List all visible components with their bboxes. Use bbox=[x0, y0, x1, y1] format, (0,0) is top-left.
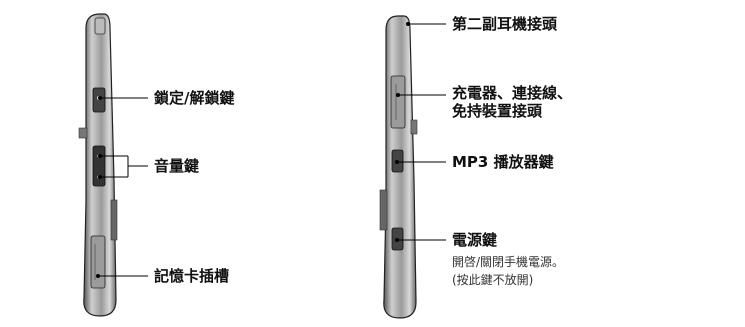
earphone-jack-label: 第二副耳機接頭 bbox=[452, 15, 558, 33]
power-key-description-2: (按此鍵不放開) bbox=[452, 273, 534, 287]
right-phone-side-view bbox=[379, 15, 446, 319]
memory-card-slot bbox=[90, 235, 106, 289]
lock-key-label: 鎖定/解鎖鍵 bbox=[154, 89, 235, 107]
left-phone-side-view bbox=[78, 13, 148, 317]
volume-keys bbox=[92, 145, 106, 187]
charger-connector-label-line1: 充電器、連接線、 bbox=[452, 84, 573, 102]
memory-slot-label: 記憶卡插槽 bbox=[154, 267, 230, 285]
power-key-description-1: 開啓/關閉手機電源。 bbox=[452, 255, 565, 269]
charger-connector-label-line2: 免持裝置接頭 bbox=[452, 102, 543, 120]
volume-key-label: 音量鍵 bbox=[154, 157, 200, 175]
mp3-key-label: MP3 播放器鍵 bbox=[452, 153, 554, 171]
charger-connector bbox=[390, 75, 406, 129]
power-key-label: 電源鍵 bbox=[452, 231, 498, 249]
